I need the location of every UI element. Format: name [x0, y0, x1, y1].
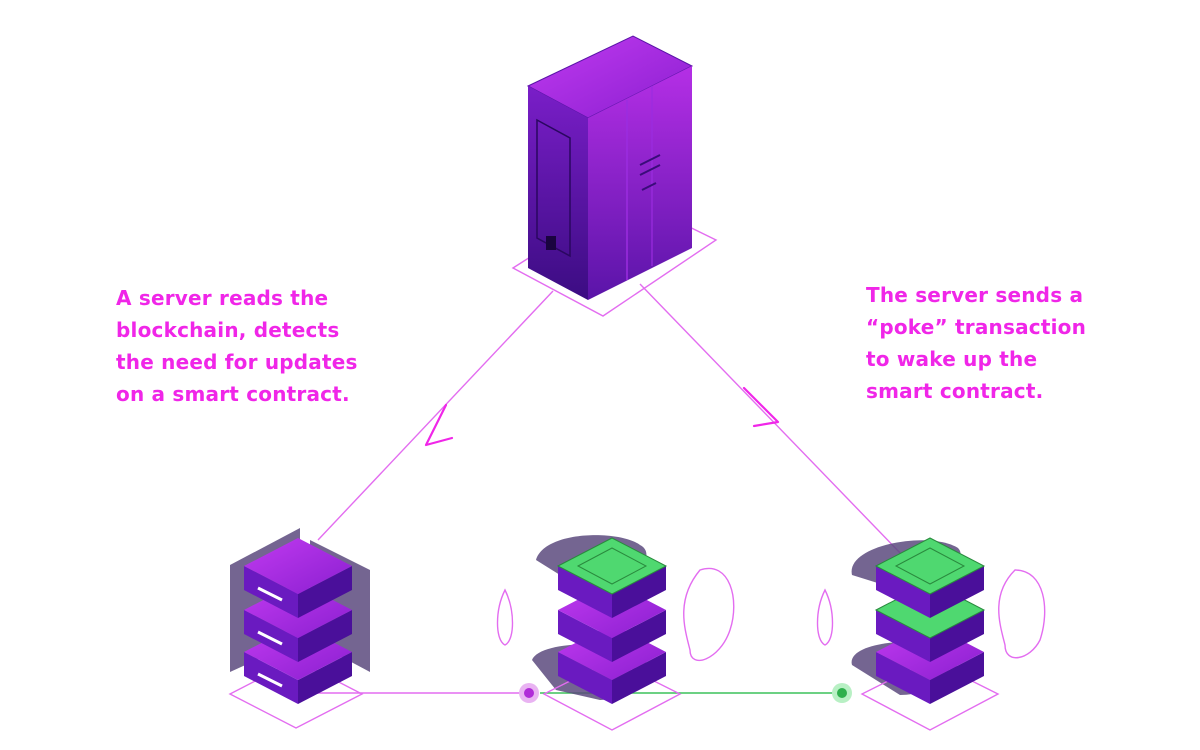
connection-dot-icon — [524, 688, 534, 698]
caption-line: A server reads the — [116, 286, 329, 310]
tower-server-icon — [511, 35, 718, 317]
line-server-to-right-node — [639, 283, 906, 559]
line-server-to-left-node — [317, 290, 554, 541]
caption-line: smart contract. — [866, 379, 1044, 403]
stacked-node-icon — [496, 535, 735, 731]
stacked-node-icon — [816, 537, 1046, 731]
arrow-down-icon — [424, 403, 454, 447]
connection-dot-icon — [837, 688, 847, 698]
caption-read-blockchain: A server reads the blockchain, detects t… — [116, 282, 358, 410]
caption-line: blockchain, detects — [116, 318, 340, 342]
arrow-down-icon — [742, 386, 780, 428]
caption-line: to wake up the — [866, 347, 1038, 371]
caption-line: The server sends a — [866, 283, 1084, 307]
stacked-node-icon — [228, 528, 370, 729]
caption-line: the need for updates — [116, 350, 358, 374]
caption-poke-transaction: The server sends a “poke” transaction to… — [866, 279, 1086, 407]
caption-line: on a smart contract. — [116, 382, 350, 406]
caption-line: “poke” transaction — [866, 315, 1087, 339]
